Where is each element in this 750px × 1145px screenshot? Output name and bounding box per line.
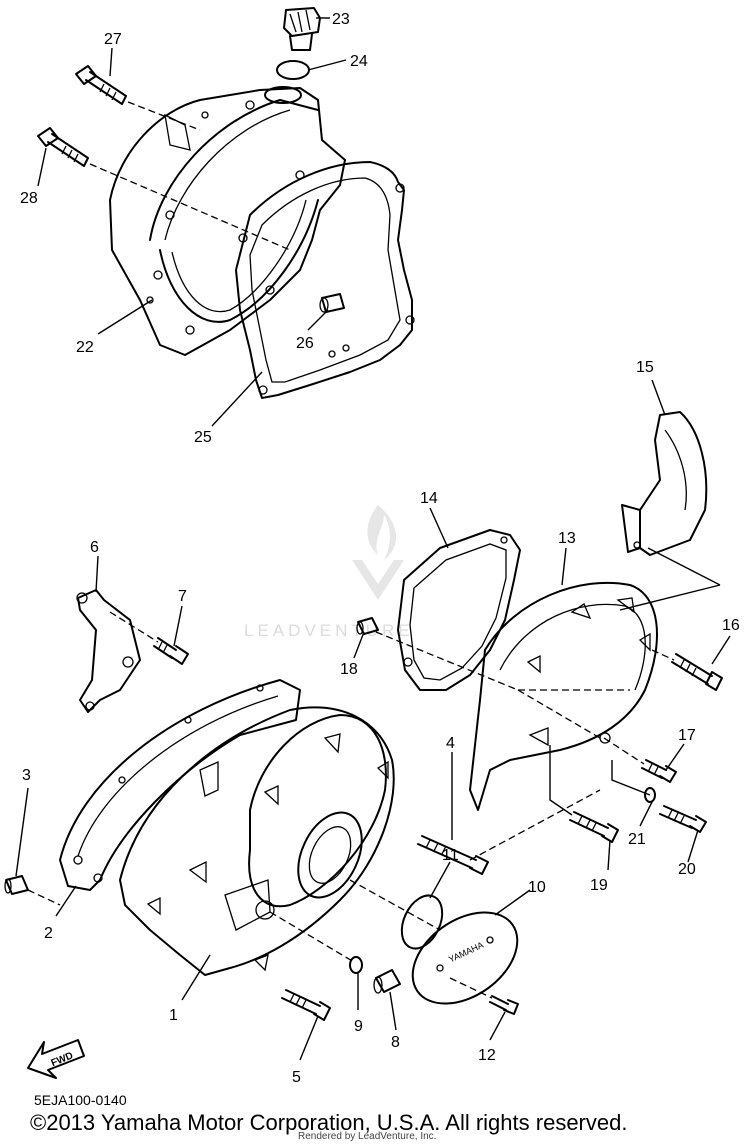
part-9-washer — [349, 956, 363, 974]
part-6-bracket — [76, 589, 141, 713]
watermark-text: LEADVENTURE — [244, 621, 414, 640]
part-24-o-ring — [276, 60, 310, 80]
leadventure-watermark: LEADVENTURE — [244, 505, 414, 640]
callout-4: 4 — [446, 735, 455, 752]
callout-27: 27 — [104, 31, 122, 48]
callout-labels: 1 2 3 4 5 6 7 8 9 10 11 12 13 14 15 16 1… — [20, 11, 740, 1086]
part-22-housing — [109, 86, 346, 356]
callout-8: 8 — [391, 1034, 400, 1051]
fwd-label: FWD — [50, 1050, 75, 1069]
part-4-bolt — [417, 835, 489, 875]
part-12-screw — [489, 995, 519, 1015]
part-18-dowel — [356, 617, 379, 635]
part-17-bolt — [641, 759, 677, 783]
callout-6: 6 — [90, 539, 99, 556]
callout-16: 16 — [722, 617, 740, 634]
callout-25: 25 — [194, 429, 212, 446]
part-28-bolt — [37, 127, 89, 167]
callout-9: 9 — [354, 1018, 363, 1035]
callout-23: 23 — [332, 11, 350, 28]
callout-3: 3 — [22, 767, 31, 784]
part-1-crankcase-cover — [119, 706, 395, 976]
part-27-bolt — [75, 65, 127, 105]
callout-19: 19 — [590, 877, 608, 894]
diagram-code: 5EJA100-0140 — [34, 1092, 127, 1108]
callout-2: 2 — [44, 925, 53, 942]
callout-21: 21 — [628, 831, 646, 848]
part-7-bolt — [153, 637, 189, 665]
callout-22: 22 — [76, 339, 94, 356]
part-23-oil-filler-cap — [283, 7, 321, 51]
callout-17: 17 — [678, 727, 696, 744]
callout-11: 11 — [442, 847, 459, 864]
callout-10: 10 — [528, 879, 546, 896]
callout-20: 20 — [678, 861, 696, 878]
part-15-chain-guard — [621, 411, 708, 556]
part-2-gasket — [59, 679, 301, 891]
part-26-dowel-pin — [319, 293, 345, 313]
copyright-notice: ©2013 Yamaha Motor Corporation, U.S.A. A… — [30, 1110, 628, 1135]
part-20-bolt — [659, 805, 707, 833]
part-19-bolt — [569, 811, 619, 843]
callout-18: 18 — [340, 661, 358, 678]
callout-26: 26 — [296, 335, 314, 352]
callout-12: 12 — [478, 1047, 496, 1064]
rendered-by-credit: Rendered by LeadVenture, Inc. — [298, 1131, 437, 1142]
leader-lines — [15, 17, 731, 1061]
callout-28: 28 — [20, 190, 38, 207]
callout-24: 24 — [350, 53, 368, 70]
callout-5: 5 — [292, 1069, 301, 1086]
part-25-gasket — [235, 161, 415, 399]
part-8-plug — [373, 969, 401, 994]
part-11-o-ring — [400, 894, 444, 950]
part-21-washer — [644, 787, 656, 803]
callout-15: 15 — [636, 359, 654, 376]
part-3-dowel — [4, 875, 29, 895]
callout-13: 13 — [558, 530, 576, 547]
part-13-crankcase-cover — [469, 581, 658, 811]
cover-yamaha-stamp: YAMAHA — [447, 940, 485, 965]
part-14-gasket — [397, 529, 521, 691]
fwd-arrow-icon: FWD — [27, 1039, 85, 1079]
callout-7: 7 — [178, 588, 187, 605]
part-16-bolt — [671, 653, 723, 691]
part-5-bolt — [281, 989, 331, 1021]
callout-1: 1 — [169, 1007, 178, 1024]
callout-14: 14 — [420, 490, 438, 507]
